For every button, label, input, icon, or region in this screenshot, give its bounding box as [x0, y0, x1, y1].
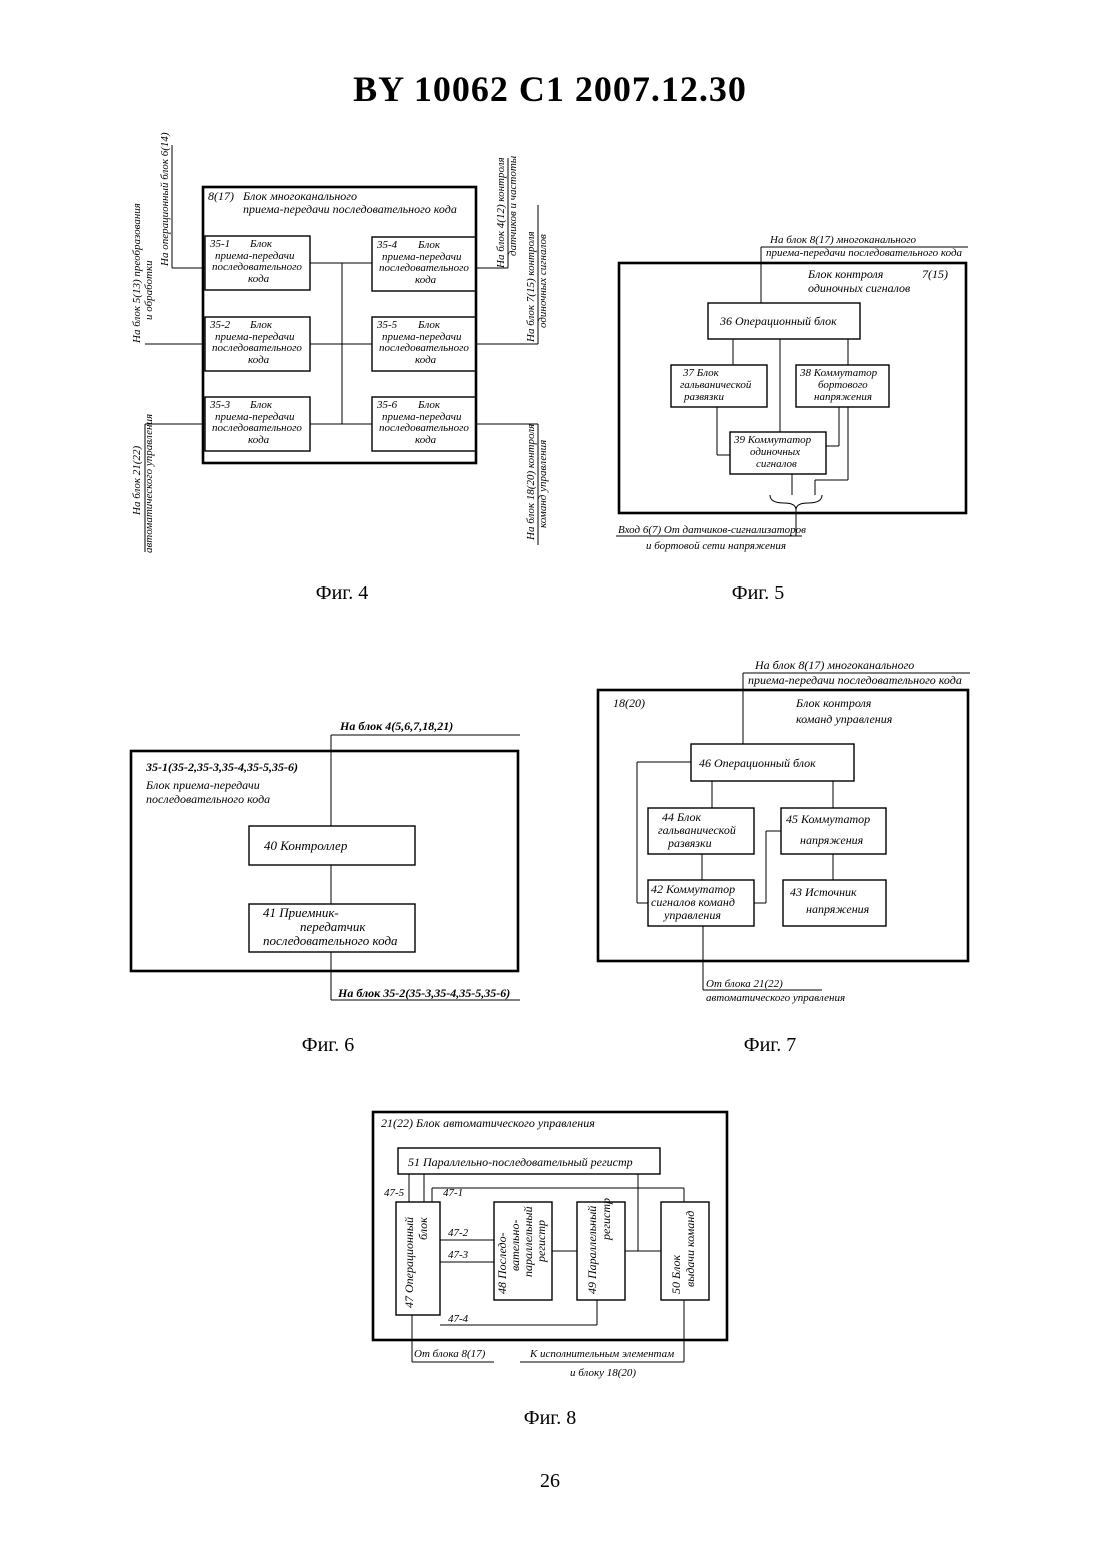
svg-text:48 Последо-: 48 Последо- [495, 1232, 509, 1294]
fig8-label-47-4: 47-4 [448, 1313, 469, 1325]
fig8-block-48: 48 Последо- вательно- параллельный регис… [494, 1202, 552, 1300]
fig8-block-50: 50 Блок выдачи команд [661, 1202, 709, 1300]
svg-text:блок: блок [416, 1217, 430, 1240]
fig8-title: 21(22) Блок автоматического управления [381, 1116, 595, 1130]
fig8-block-51: 51 Параллельно-последовательный регистр [398, 1148, 660, 1174]
fig8-label-47-2: 47-2 [448, 1227, 469, 1239]
fig8-block-47: 47 Операционный блок [396, 1202, 440, 1315]
fig8-bottom-left-label: От блока 8(17) [414, 1348, 486, 1360]
svg-text:выдачи команд: выдачи команд [683, 1211, 697, 1287]
fig8-bottom-right-label-2: и блоку 18(20) [570, 1367, 636, 1379]
svg-text:50 Блок: 50 Блок [669, 1255, 683, 1294]
svg-text:вательно-: вательно- [508, 1220, 522, 1271]
svg-text:параллельный: параллельный [521, 1206, 535, 1277]
svg-text:регистр: регистр [599, 1198, 613, 1241]
svg-text:47 Операционный: 47 Операционный [402, 1217, 416, 1308]
svg-text:регистр: регистр [534, 1220, 548, 1263]
svg-text:49 Параллельный: 49 Параллельный [585, 1206, 599, 1294]
fig8-label-47-5: 47-5 [384, 1187, 405, 1199]
fig8-bottom-right-label-1: К исполнительным элементам [529, 1348, 674, 1360]
fig8-caption: Фиг. 8 [470, 1407, 630, 1430]
fig8-label-47-1: 47-1 [443, 1187, 463, 1199]
fig8-block-49: 49 Параллельный регистр [577, 1198, 625, 1300]
svg-text:51 Параллельно-последователь: 51 Параллельно-последовательный регистр [408, 1155, 633, 1169]
page-number: 26 [0, 1470, 1100, 1493]
fig8-label-47-3: 47-3 [448, 1249, 469, 1261]
